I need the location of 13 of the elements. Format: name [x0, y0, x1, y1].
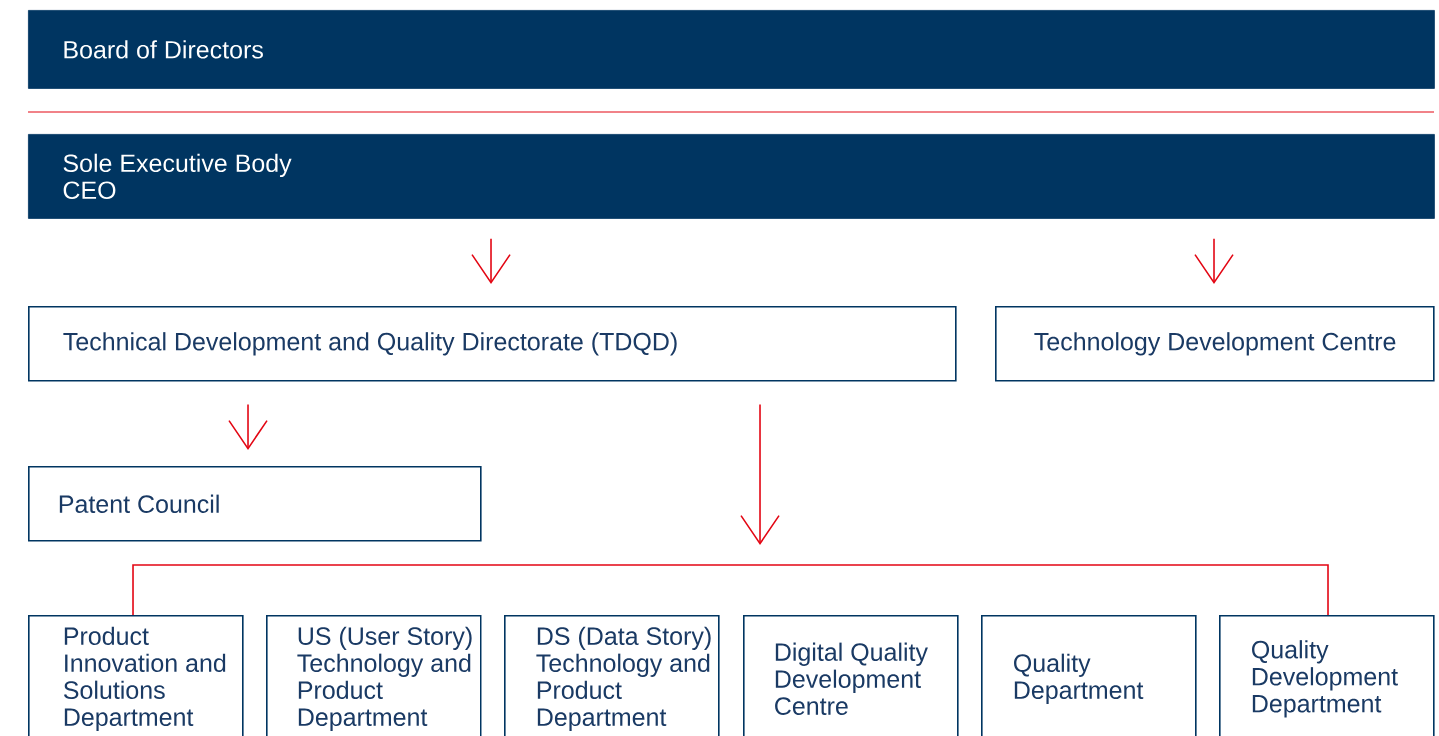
org-box: DS (Data Story) Technology and Product Department — [504, 615, 720, 736]
org-box: Quality Department — [981, 615, 1197, 736]
org-box: Digital Quality Development Centre — [743, 615, 959, 736]
header-band: Sole Executive Body CEO — [28, 134, 1435, 219]
header-band: Board of Directors — [28, 10, 1435, 89]
org-box: Technical Development and Quality Directorate (TDQD) — [28, 306, 957, 382]
connector-line — [132, 564, 1329, 616]
org-box: Technology Development Centre — [995, 306, 1435, 382]
arrow — [740, 403, 780, 545]
org-box: Quality Development Department — [1219, 615, 1435, 736]
org-box: Product Innovation and Solutions Department — [28, 615, 244, 736]
org-box: US (User Story) Technology and Product Department — [266, 615, 482, 736]
org-box: Patent Council — [28, 466, 482, 542]
